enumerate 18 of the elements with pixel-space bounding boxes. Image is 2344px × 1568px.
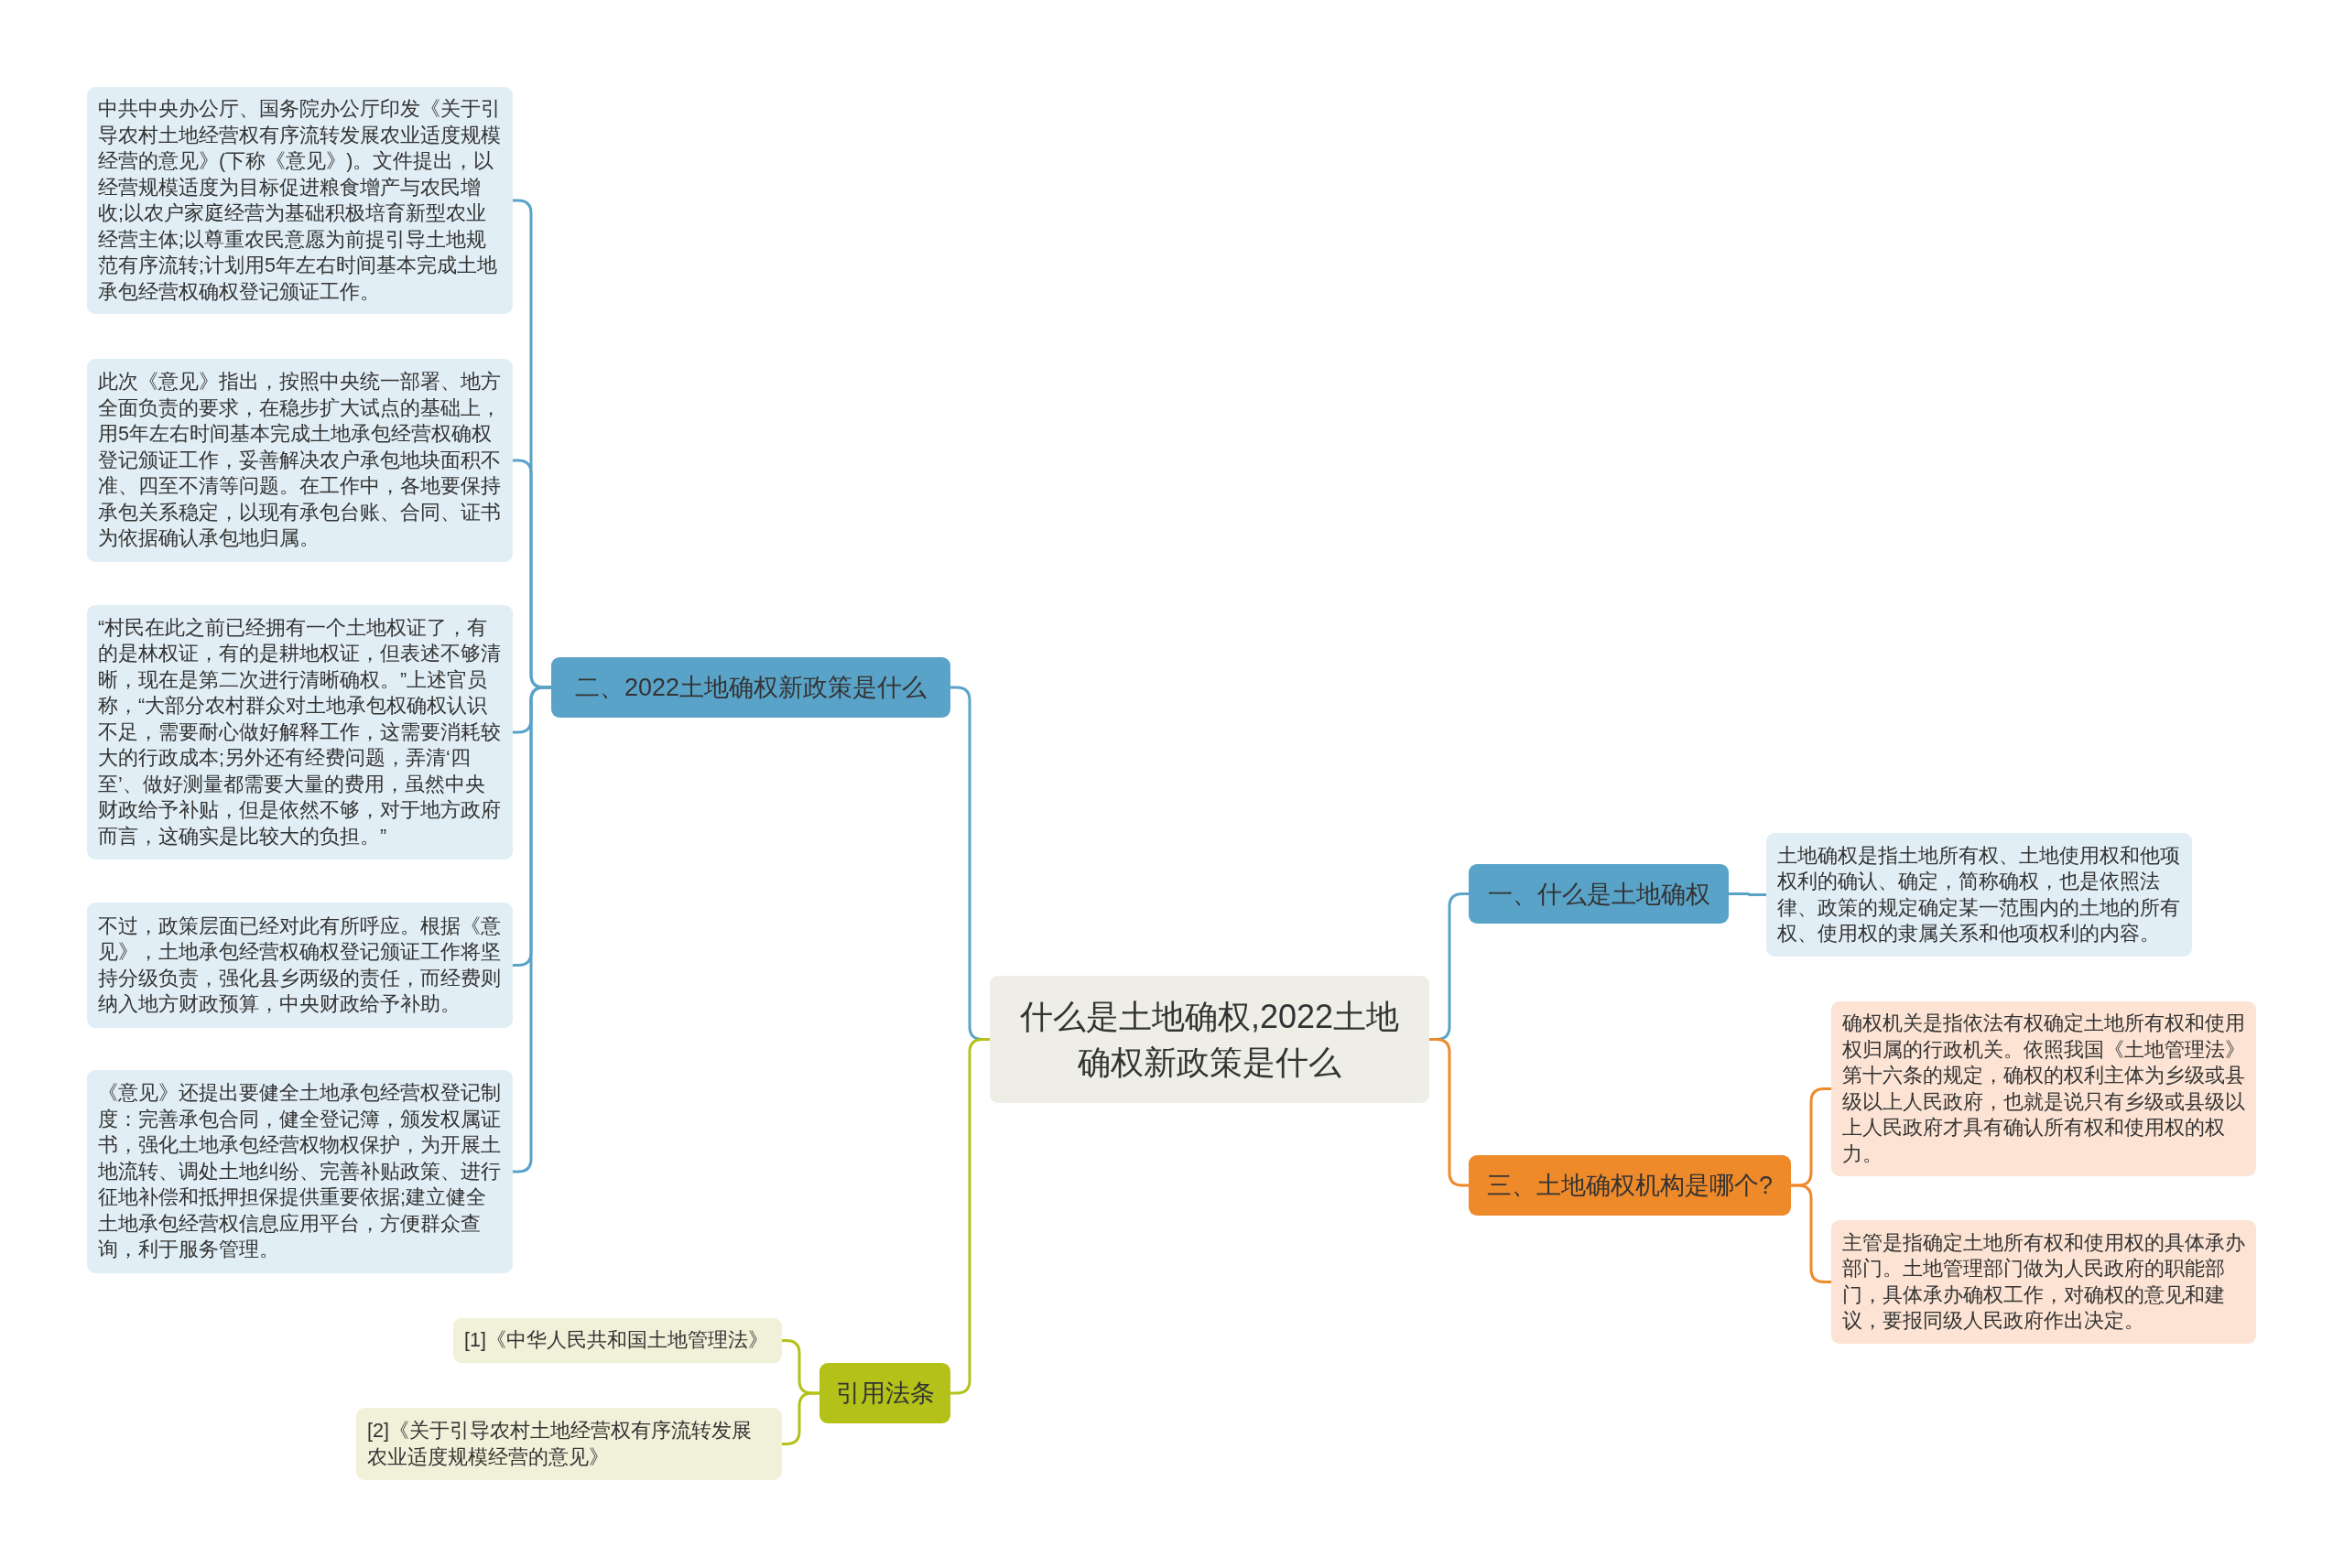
note-box: “村民在此之前已经拥有一个土地权证了，有的是林权证，有的是耕地权证，但表述不够清晰，现在是第二次进行清晰确权。”上述官员称，“大部分农村群众对土地承包权确权认识不足，需要耐心做好解释工作，这需要消耗较大的行政成本;另外还有经费问题，弄清‘四至’、做好测量都需要大量的费用，虽然中央财政给予补贴，但是依然不够，对于地方政府而言，这确实是比较大的负担。” (87, 605, 513, 860)
note-box: 主管是指确定土地所有权和使用权的具体承办部门。土地管理部门做为人民政府的职能部门，具体承办确权工作，对确权的意见和建议，要报同级人民政府作出决定。 (1831, 1220, 2256, 1344)
note-box: [2]《关于引导农村土地经营权有序流转发展农业适度规模经营的意见》 (356, 1408, 782, 1480)
note-box: 此次《意见》指出，按照中央统一部署、地方全面负责的要求，在稳步扩大试点的基础上，用5年左右时间基本完成土地承包经营权确权登记颁证工作，妥善解决农户承包地块面积不准、四至不清等问题。在工作中，各地要保持承包关系稳定，以现有承包台账、合同、证书为依据确认承包地归属。 (87, 359, 513, 562)
connector (1429, 1038, 1469, 1187)
branch-topic-box: 三、土地确权机构是哪个? (1469, 1155, 1791, 1216)
branch-topic-box: 二、2022土地确权新政策是什么 (551, 657, 950, 718)
note-box: 中共中央办公厅、国务院办公厅印发《关于引导农村土地经营权有序流转发展农业适度规模经营的意见》(下称《意见》)。文件提出，以经营规模适度为目标促进粮食增产与农民增收;以农户家庭经营为基础积极培育新型农业经营主体;以尊重农民意愿为前提引导土地规范有序流转;计划用5年左右时间基本完成土地承包经营权确权登记颁证工作。 (87, 87, 513, 314)
connector (1729, 892, 1766, 896)
note-box: 不过，政策层面已经对此有所呼应。根据《意见》，土地承包经营权确权登记颁证工作将坚持分级负责，强化县乡两级的责任，而经费则纳入地方财政预算，中央财政给予补助。 (87, 903, 513, 1028)
connector (1791, 1184, 1831, 1283)
note-box: [1]《中华人民共和国土地管理法》 (453, 1318, 782, 1363)
branch-topic-box: 引用法条 (819, 1363, 950, 1423)
central-topic-box: 什么是土地确权,2022土地确权新政策是什么 (990, 976, 1429, 1103)
note-box: 《意见》还提出要健全土地承包经营权登记制度：完善承包合同，健全登记簿，颁发权属证书，强化土地承包经营权物权保护，为开展土地流转、调处土地纠纷、完善补贴政策、进行征地补偿和抵押担保提供重要依据;建立健全土地承包经营权信息应用平台，方便群众查询，利于服务管理。 (87, 1070, 513, 1273)
note-box: 土地确权是指土地所有权、土地使用权和他项权利的确认、确定，简称确权，也是依照法律、政策的规定确定某一范围内的土地的所有权、使用权的隶属关系和他项权利的内容。 (1766, 833, 2192, 957)
note-box: 确权机关是指依法有权确定土地所有权和使用权归属的行政机关。依照我国《土地管理法》第十六条的规定，确权的权利主体为乡级或县级以上人民政府，也就是说只有乡级或县级以上人民政府才具有确认所有权和使用权的权力。 (1831, 1001, 2256, 1176)
branch-topic-box: 一、什么是土地确权 (1469, 864, 1729, 924)
